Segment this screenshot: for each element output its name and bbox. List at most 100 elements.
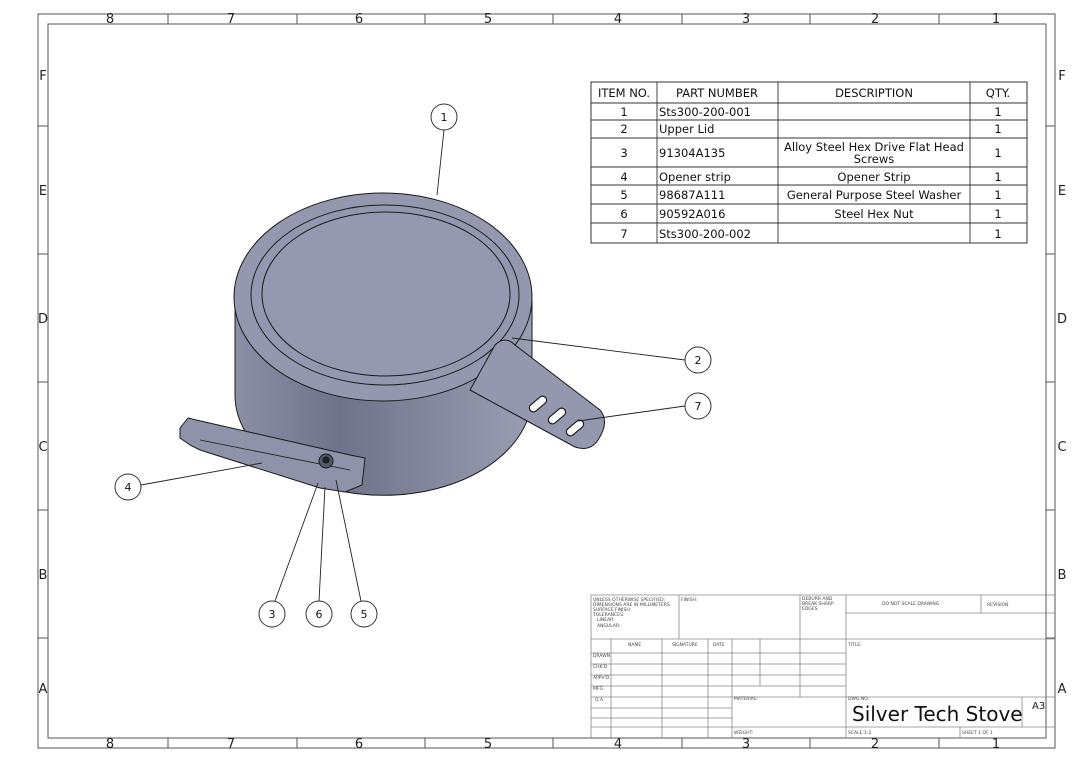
svg-text:2: 2 (871, 12, 879, 27)
upper-lid (261, 211, 511, 377)
svg-text:1: 1 (620, 105, 627, 119)
svg-text:5: 5 (361, 608, 368, 621)
svg-text:1: 1 (992, 737, 1000, 752)
svg-text:D: D (1057, 312, 1067, 327)
svg-text:3: 3 (269, 608, 276, 621)
svg-text:DRAWN: DRAWN (593, 653, 610, 659)
zone-labels-right: F E D C B A (1057, 69, 1067, 697)
svg-text:PART NUMBER: PART NUMBER (676, 86, 758, 100)
svg-text:4: 4 (614, 737, 622, 752)
svg-text:DATE: DATE (713, 642, 725, 648)
svg-text:NAME: NAME (628, 642, 641, 648)
svg-text:1: 1 (994, 105, 1001, 119)
svg-text:CHK'D: CHK'D (593, 664, 608, 670)
svg-text:90592A016: 90592A016 (659, 207, 725, 221)
svg-text:DWG NO.: DWG NO. (848, 696, 869, 702)
balloon-2: 2 (684, 346, 712, 374)
balloon-4: 4 (114, 473, 142, 501)
svg-text:5: 5 (484, 737, 492, 752)
svg-text:7: 7 (227, 12, 235, 27)
svg-text:91304A135: 91304A135 (659, 146, 725, 160)
svg-text:Steel Hex Nut: Steel Hex Nut (834, 207, 914, 221)
svg-text:APPV'D: APPV'D (593, 675, 610, 681)
svg-text:QTY.: QTY. (986, 86, 1010, 100)
svg-text:E: E (39, 184, 47, 199)
svg-text:4: 4 (125, 481, 132, 494)
svg-text:Upper Lid: Upper Lid (659, 122, 714, 136)
svg-text:ANGULAR:: ANGULAR: (597, 623, 620, 629)
svg-text:98687A111: 98687A111 (659, 188, 725, 202)
svg-text:MFG: MFG (593, 686, 603, 692)
svg-text:C: C (1057, 440, 1066, 455)
svg-text:Opener strip: Opener strip (659, 170, 731, 184)
outer-border (37, 13, 1056, 749)
svg-text:4: 4 (620, 170, 627, 184)
svg-text:6: 6 (355, 737, 363, 752)
strip-slots (528, 395, 585, 437)
bom-row: 5 General Purpose Steel Washer 1 (620, 188, 1001, 202)
svg-text:1: 1 (992, 12, 1000, 27)
svg-text:FINISH:: FINISH: (681, 597, 697, 603)
svg-text:2: 2 (620, 122, 627, 136)
svg-text:E: E (1058, 184, 1066, 199)
svg-text:7: 7 (227, 737, 235, 752)
balloon-6: 6 (305, 600, 333, 628)
svg-text:7: 7 (695, 400, 702, 413)
inner-border (47, 23, 1047, 739)
drawing-title: Silver Tech Stove (852, 702, 1023, 726)
svg-text:6: 6 (620, 207, 627, 221)
svg-text:Q.A: Q.A (595, 697, 604, 703)
svg-text:1: 1 (994, 188, 1001, 202)
svg-text:B: B (1058, 568, 1067, 583)
svg-text:MATERIAL:: MATERIAL: (734, 696, 758, 702)
svg-text:3: 3 (742, 12, 750, 27)
sheet-size: A3 (1032, 701, 1045, 712)
svg-text:1: 1 (441, 111, 448, 124)
svg-text:5: 5 (620, 188, 627, 202)
svg-text:B: B (39, 568, 48, 583)
svg-text:REVISION: REVISION (987, 602, 1008, 608)
svg-text:2: 2 (695, 354, 702, 367)
svg-text:1: 1 (994, 170, 1001, 184)
svg-text:EDGES: EDGES (802, 606, 818, 612)
leader-lines (140, 129, 686, 602)
svg-text:4: 4 (614, 12, 622, 27)
svg-text:TITLE:: TITLE: (847, 642, 862, 648)
svg-text:TOLERANCES:: TOLERANCES: (592, 612, 624, 618)
svg-text:1: 1 (994, 146, 1001, 160)
svg-text:BREAK SHARP: BREAK SHARP (802, 601, 834, 607)
balloon-3: 3 (258, 600, 286, 628)
lid-strip (469, 339, 605, 449)
svg-text:5: 5 (484, 12, 492, 27)
svg-text:A: A (1058, 682, 1067, 697)
svg-text:SCALE:1:2: SCALE:1:2 (848, 730, 871, 736)
svg-text:SIGNATURE: SIGNATURE (672, 642, 698, 648)
svg-text:1: 1 (994, 207, 1001, 221)
svg-text:1: 1 (994, 122, 1001, 136)
svg-text:D: D (38, 312, 48, 327)
svg-text:3: 3 (742, 737, 750, 752)
assembly-view (179, 192, 605, 496)
svg-text:F: F (39, 69, 46, 84)
svg-text:6: 6 (316, 608, 323, 621)
svg-text:8: 8 (106, 737, 114, 752)
svg-text:DEBURR AND: DEBURR AND (802, 596, 833, 602)
svg-text:DESCRIPTION: DESCRIPTION (835, 86, 913, 100)
svg-text:Sts300-200-002: Sts300-200-002 (659, 227, 751, 241)
balloon-5: 5 (350, 600, 378, 628)
svg-text:F: F (1058, 69, 1065, 84)
svg-text:General Purpose Steel Washer: General Purpose Steel Washer (787, 188, 962, 202)
svg-text:UNLESS OTHERWISE SPECIFIED:: UNLESS OTHERWISE SPECIFIED: (593, 597, 665, 603)
zone-labels-left: FE DC BA (38, 69, 48, 697)
opener-strip (179, 417, 366, 493)
svg-text:ITEM NO.: ITEM NO. (598, 86, 650, 100)
svg-text:8: 8 (106, 12, 114, 27)
